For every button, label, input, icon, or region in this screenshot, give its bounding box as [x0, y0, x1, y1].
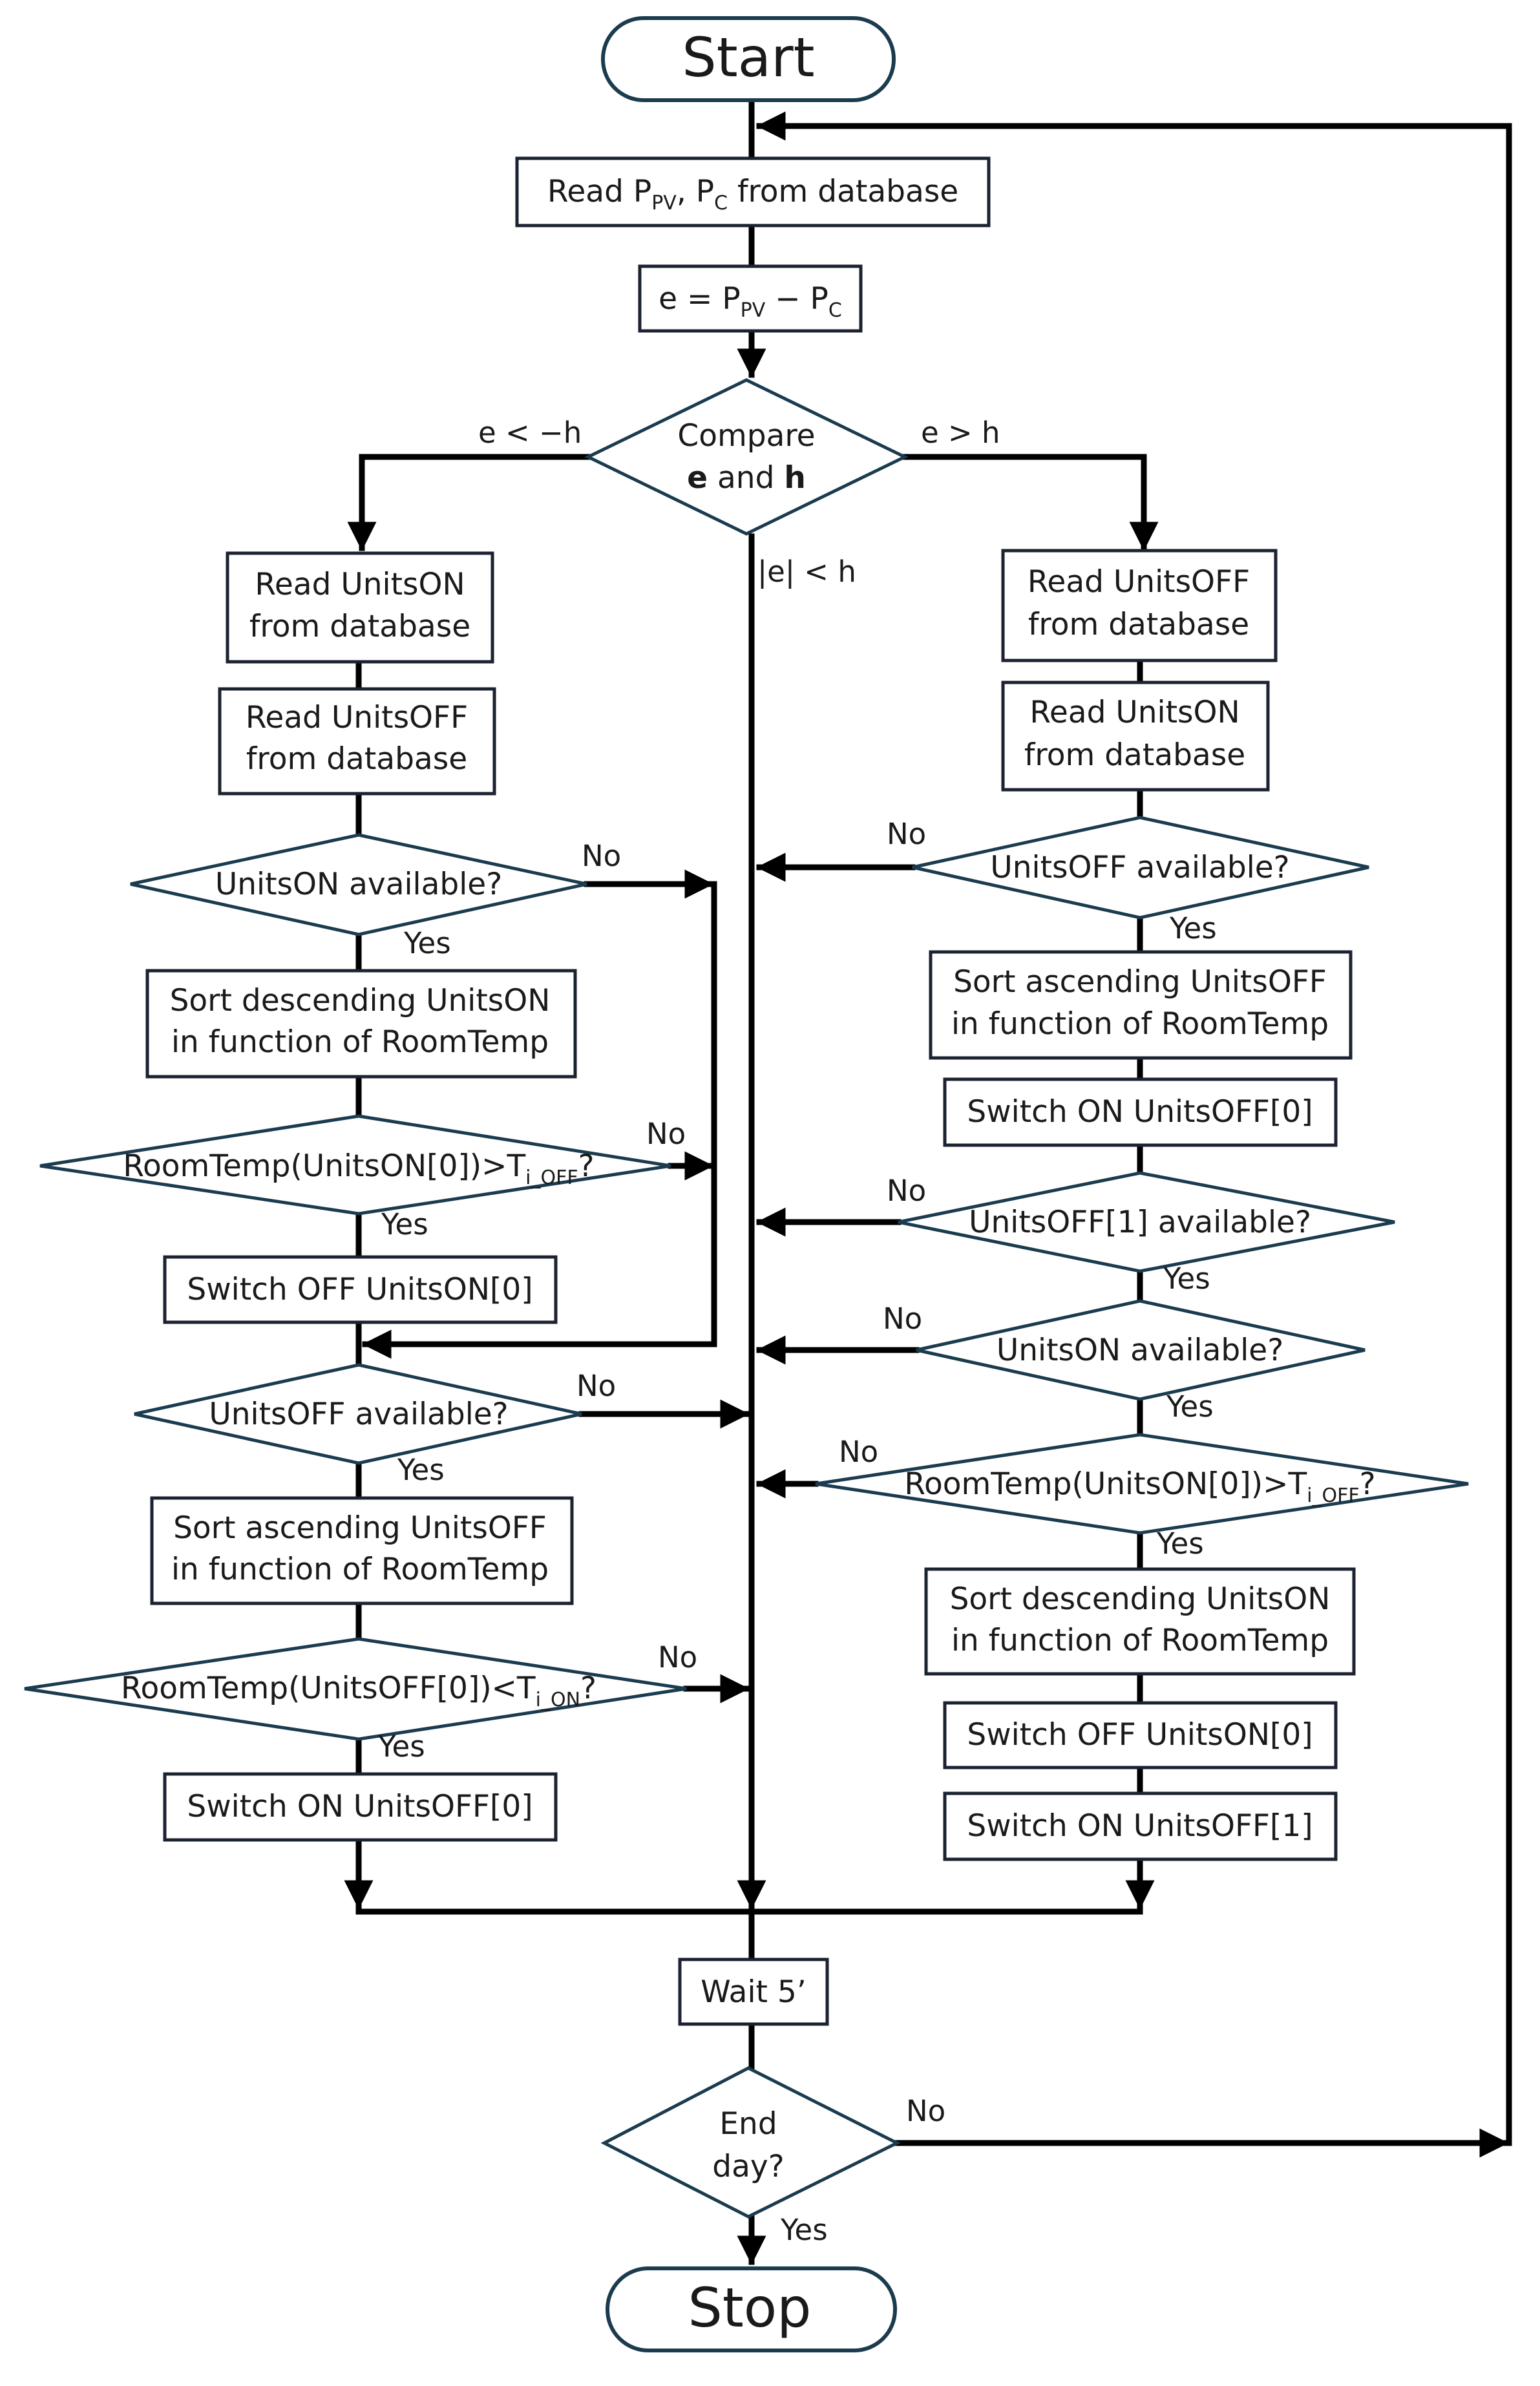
r-switch-on1-node: Switch ON UnitsOFF[1]: [943, 1791, 1338, 1861]
l-temp-off-label: RoomTemp(UnitsON[0])>Ti_OFF?: [123, 1148, 594, 1189]
label-l-on-avail-yes: Yes: [403, 926, 451, 960]
r-switch-on0-label: Switch ON UnitsOFF[0]: [967, 1094, 1313, 1130]
label-l-on-avail-no: No: [582, 839, 621, 873]
l-read-off-line2: from database: [246, 741, 467, 777]
l-switch-on-node: Switch ON UnitsOFF[0]: [163, 1772, 558, 1842]
read-ppv-node: Read PPV, PC from database: [515, 156, 991, 227]
l-off-avail-label: UnitsOFF available?: [209, 1397, 508, 1432]
r-sort-asc-line2: in function of RoomTemp: [951, 1006, 1329, 1042]
r-temp-off-decision: RoomTemp(UnitsON[0])>Ti_OFF?: [815, 1433, 1469, 1535]
l-on-avail-label: UnitsON available?: [215, 867, 502, 902]
r-sort-desc-line1: Sort descending UnitsON: [950, 1581, 1331, 1617]
r-sort-asc-line1: Sort ascending UnitsOFF: [953, 964, 1327, 1000]
read-ppv-label: Read PPV, PC from database: [547, 174, 958, 215]
l-read-off-node: Read UnitsOFF from database: [218, 687, 496, 796]
l-sort-asc-line2: in function of RoomTemp: [171, 1552, 549, 1587]
error-node: e = PPV − PC: [638, 264, 863, 333]
label-end-yes: Yes: [780, 2213, 828, 2247]
label-e-abs: |e| < h: [757, 554, 856, 589]
start-label: Start: [682, 26, 814, 89]
l-switch-off-node: Switch OFF UnitsON[0]: [163, 1255, 558, 1324]
label-e-less: e < −h: [478, 416, 582, 450]
label-l-temp-yes: Yes: [381, 1207, 428, 1241]
l-switch-on-label: Switch ON UnitsOFF[0]: [187, 1789, 533, 1824]
r-read-on-line1: Read UnitsON: [1029, 695, 1239, 730]
l-off-avail-decision: UnitsOFF available?: [134, 1363, 582, 1465]
r-switch-off-label: Switch OFF UnitsON[0]: [967, 1717, 1313, 1753]
label-r-on-avail-yes: Yes: [1166, 1389, 1214, 1424]
r-off-avail-decision: UnitsOFF available?: [912, 816, 1369, 920]
r-off1-avail-decision: UnitsOFF[1] available?: [898, 1171, 1395, 1273]
l-read-on-line1: Read UnitsON: [255, 567, 465, 602]
error-label: e = PPV − PC: [659, 281, 842, 322]
l-sort-desc-line1: Sort descending UnitsON: [170, 983, 551, 1019]
r-temp-off-label: RoomTemp(UnitsON[0])>Ti_OFF?: [904, 1466, 1375, 1507]
edge-compare-left: [347, 454, 596, 551]
l-on-avail-decision: UnitsON available?: [130, 833, 587, 936]
compare-line1: Compare: [677, 418, 815, 454]
r-off-avail-label: UnitsOFF available?: [990, 850, 1289, 885]
wait-label: Wait 5’: [701, 1974, 807, 2010]
edge-labels: e < −h e > h |e| < h No Yes No Yes No Ye…: [377, 416, 1217, 2247]
label-l-temp-on-yes: Yes: [377, 1729, 425, 1764]
r-read-off-line2: from database: [1028, 607, 1249, 642]
r-switch-on0-node: Switch ON UnitsOFF[0]: [943, 1077, 1338, 1147]
end-day-line1: End: [719, 2106, 777, 2142]
edge-compare-right: [902, 454, 1159, 551]
r-sort-desc-line2: in function of RoomTemp: [951, 1623, 1329, 1658]
r-sort-desc-node: Sort descending UnitsON in function of R…: [924, 1567, 1356, 1676]
r-sort-asc-node: Sort ascending UnitsOFF in function of R…: [929, 950, 1353, 1060]
r-switch-on1-label: Switch ON UnitsOFF[1]: [967, 1808, 1313, 1844]
l-read-off-line1: Read UnitsOFF: [246, 700, 468, 735]
l-temp-off-decision: RoomTemp(UnitsON[0])>Ti_OFF?: [39, 1114, 671, 1216]
r-read-on-line2: from database: [1024, 737, 1245, 773]
label-l-off-avail-yes: Yes: [397, 1453, 445, 1487]
label-r-temp-no: No: [839, 1435, 878, 1469]
l-sort-desc-line2: in function of RoomTemp: [171, 1024, 549, 1060]
l-switch-off-label: Switch OFF UnitsON[0]: [187, 1272, 533, 1307]
label-r-on-avail-no: No: [883, 1302, 922, 1336]
label-l-temp-no: No: [646, 1117, 686, 1151]
l-temp-on-label: RoomTemp(UnitsOFF[0])<Ti_ON?: [121, 1671, 596, 1711]
l-temp-on-decision: RoomTemp(UnitsOFF[0])<Ti_ON?: [24, 1637, 687, 1741]
label-l-off-avail-no: No: [576, 1369, 616, 1403]
r-on-avail-decision: UnitsON available?: [916, 1299, 1366, 1401]
r-switch-off-node: Switch OFF UnitsON[0]: [943, 1701, 1338, 1769]
label-l-temp-on-no: No: [658, 1640, 697, 1674]
l-sort-desc-node: Sort descending UnitsON in function of R…: [145, 969, 577, 1079]
stop-terminal: Stop: [606, 2266, 897, 2352]
label-r-off1-no: No: [887, 1174, 926, 1208]
r-read-off-line1: Read UnitsOFF: [1028, 564, 1250, 600]
label-r-off1-yes: Yes: [1163, 1262, 1210, 1296]
r-off1-avail-label: UnitsOFF[1] available?: [969, 1205, 1311, 1240]
label-end-no: No: [906, 2094, 945, 2128]
l-read-on-line2: from database: [249, 609, 470, 644]
label-r-off-avail-no: No: [887, 817, 926, 851]
r-read-off-node: Read UnitsOFF from database: [1001, 549, 1278, 662]
r-read-on-node: Read UnitsON from database: [1001, 681, 1270, 792]
connectors: [344, 97, 1512, 2265]
label-r-temp-yes: Yes: [1156, 1526, 1204, 1561]
start-terminal: Start: [601, 16, 896, 102]
l-sort-asc-node: Sort ascending UnitsOFF in function of R…: [150, 1496, 574, 1605]
wait-node: Wait 5’: [678, 1958, 829, 2026]
r-on-avail-label: UnitsON available?: [997, 1333, 1283, 1368]
end-day-line2: day?: [712, 2149, 784, 2184]
compare-line2: e and h: [687, 460, 806, 496]
label-r-off-avail-yes: Yes: [1169, 911, 1217, 945]
stop-label: Stop: [688, 2276, 812, 2339]
l-sort-asc-line1: Sort ascending UnitsOFF: [173, 1510, 547, 1546]
compare-decision: Compare e and h: [584, 378, 909, 536]
end-day-decision: End day?: [600, 2066, 901, 2219]
l-read-on-node: Read UnitsON from database: [226, 551, 494, 664]
label-e-greater: e > h: [921, 416, 1000, 450]
